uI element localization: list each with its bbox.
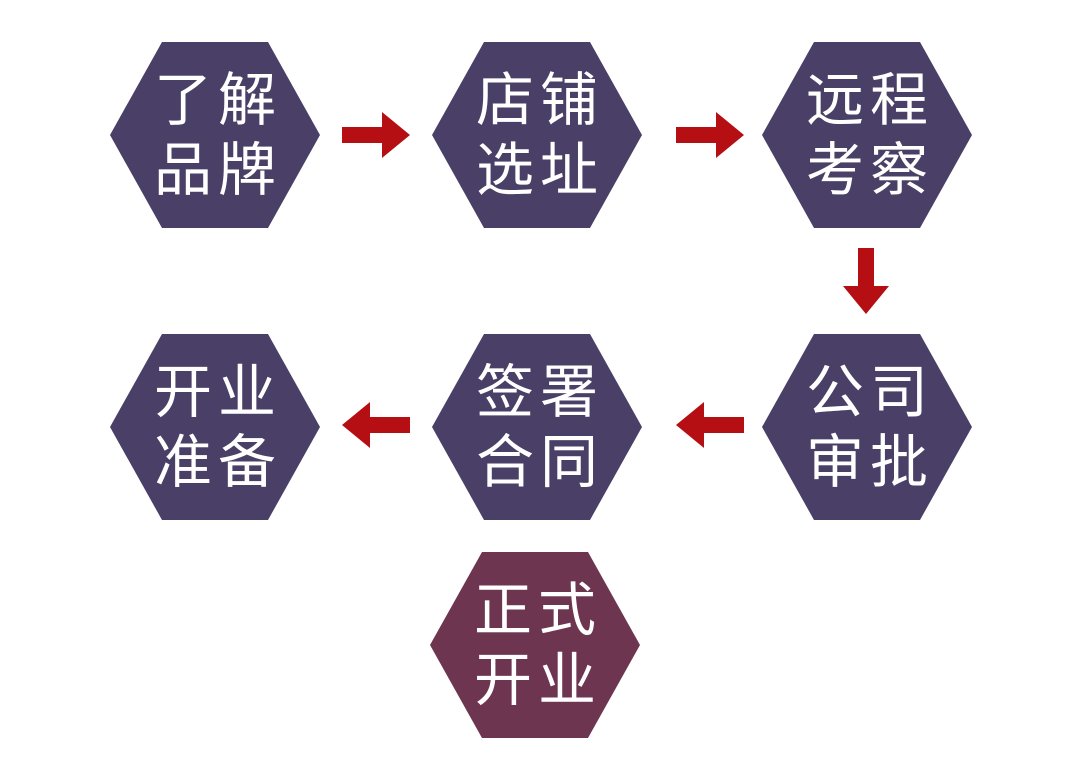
arrow-left-icon	[342, 402, 410, 448]
step-label-line2: 开业	[473, 646, 602, 714]
step-label-line2: 合同	[475, 428, 604, 496]
step-company-approval: 公司 审批	[760, 332, 974, 522]
hexagon-shape	[762, 42, 972, 228]
step-label-line2: 品牌	[153, 136, 282, 204]
arrow-down-icon	[843, 248, 889, 314]
arrow-left-icon	[676, 402, 744, 448]
step-understand-brand: 了解 品牌	[108, 40, 322, 230]
step-opening-preparation: 开业 准备	[108, 332, 322, 522]
hexagon-shape	[110, 42, 320, 228]
step-label: 正式 开业	[428, 550, 642, 740]
step-label-line1: 远程	[805, 66, 934, 134]
step-label-line2: 选址	[475, 136, 604, 204]
step-label: 店铺 选址	[430, 40, 644, 230]
step-label: 公司 审批	[760, 332, 974, 522]
step-label-line1: 公司	[805, 358, 934, 426]
hexagon-shape	[432, 334, 642, 520]
hexagon-shape	[430, 552, 640, 738]
step-remote-inspection: 远程 考察	[760, 40, 974, 230]
step-label-line2: 审批	[805, 428, 934, 496]
step-label-line1: 签署	[475, 358, 604, 426]
arrow-right-icon	[676, 112, 744, 158]
hexagon-shape	[432, 42, 642, 228]
step-label-line1: 店铺	[475, 66, 604, 134]
step-official-opening: 正式 开业	[428, 550, 642, 740]
step-sign-contract: 签署 合同	[430, 332, 644, 522]
step-label: 了解 品牌	[108, 40, 322, 230]
step-label: 开业 准备	[108, 332, 322, 522]
hexagon-shape	[110, 334, 320, 520]
step-label-line1: 了解	[153, 66, 282, 134]
step-label-line1: 开业	[153, 358, 282, 426]
step-label-line2: 准备	[153, 428, 282, 496]
step-label: 远程 考察	[760, 40, 974, 230]
step-label-line2: 考察	[805, 136, 934, 204]
step-store-location: 店铺 选址	[430, 40, 644, 230]
arrow-right-icon	[342, 112, 410, 158]
step-label: 签署 合同	[430, 332, 644, 522]
step-label-line1: 正式	[473, 576, 602, 644]
hexagon-shape	[762, 334, 972, 520]
